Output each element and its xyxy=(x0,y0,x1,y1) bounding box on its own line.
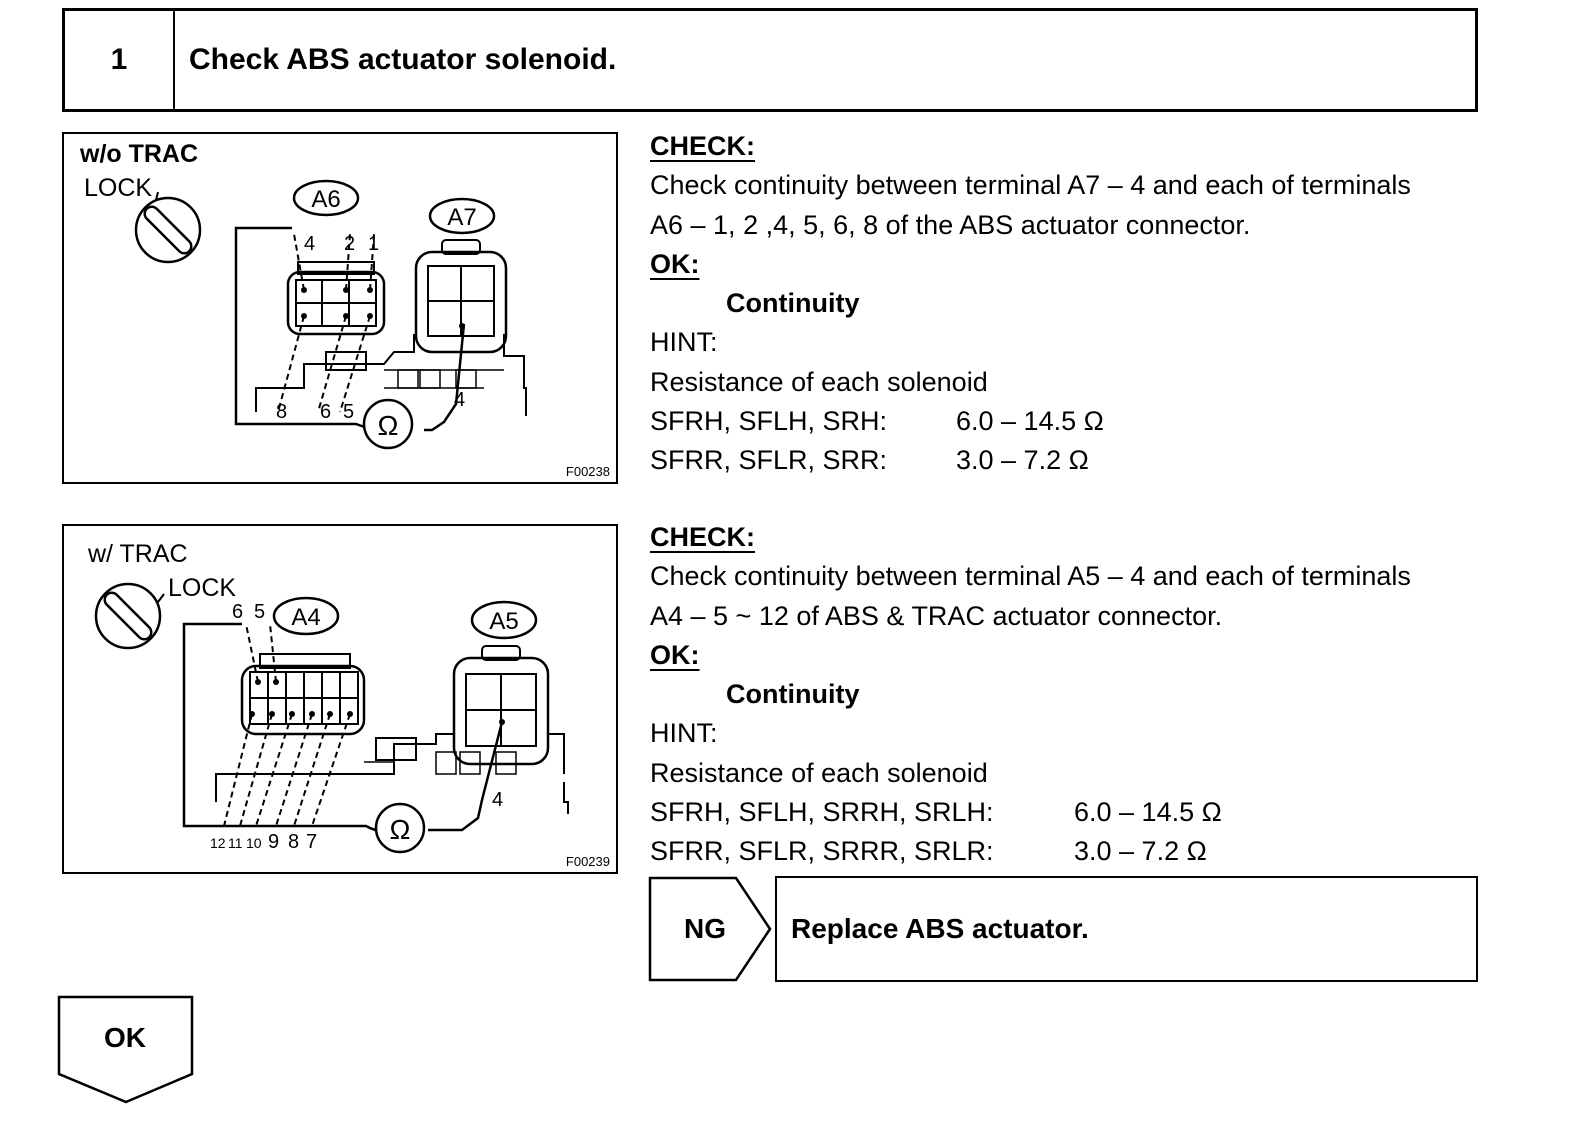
variant-label: w/o TRAC xyxy=(79,140,198,168)
hint-text: Resistance of each solenoid xyxy=(650,757,988,788)
svg-text:A5: A5 xyxy=(489,608,518,635)
lock-icon xyxy=(94,582,162,650)
connector-a4 xyxy=(240,653,366,736)
ok-heading: OK: xyxy=(650,248,700,279)
check-heading: CHECK: xyxy=(650,131,755,161)
step-title: Check ABS actuator solenoid. xyxy=(189,43,617,76)
connector-diagram-w-trac: w/ TRAC LOCK 6 5 A4 A5 xyxy=(87,540,610,869)
solenoid-names: SFRH, SFLH, SRH: xyxy=(650,406,888,437)
resistance-row: SFRR, SFLR, SRR: 3.0 – 7.2 Ω xyxy=(650,441,1411,480)
check-text: Check continuity between terminal A7 – 4… xyxy=(650,170,1411,201)
pin-label: 6 xyxy=(320,401,331,423)
connector-a7-label: A7 xyxy=(428,197,496,235)
solenoid-names: SFRR, SFLR, SRR: xyxy=(650,445,888,476)
connector-a7 xyxy=(414,239,508,354)
figure-wo-trac: w/o TRAC LOCK A6 A7 4 2 1 xyxy=(62,132,618,484)
svg-text:A6: A6 xyxy=(311,186,340,213)
pin-label: 5 xyxy=(254,601,265,623)
pin-label: 7 xyxy=(306,831,317,853)
pin-label: 12 xyxy=(210,835,226,851)
ok-value: Continuity xyxy=(726,288,860,319)
resistance-row: SFRH, SFLH, SRH: 6.0 – 14.5 Ω xyxy=(650,402,1411,441)
connector-diagram-wo-trac: w/o TRAC LOCK A6 A7 4 2 1 xyxy=(79,140,610,479)
pin-label: 11 xyxy=(228,835,243,851)
ohmmeter-icon: Ω xyxy=(374,802,426,854)
variant-label: w/ TRAC xyxy=(87,540,188,568)
check-block-w-trac: CHECK: Check continuity between terminal… xyxy=(650,518,1411,872)
step-number: 1 xyxy=(65,11,175,109)
check-heading: CHECK: xyxy=(650,522,755,552)
hint-heading: HINT: xyxy=(650,327,718,358)
lock-label: LOCK xyxy=(84,174,152,202)
ng-arrow-icon xyxy=(648,876,772,982)
step-header: 1 Check ABS actuator solenoid. xyxy=(62,8,1478,112)
pin-label: 8 xyxy=(288,831,299,853)
hint-heading: HINT: xyxy=(650,718,718,749)
resistance-value: 6.0 – 14.5 Ω xyxy=(1074,797,1222,828)
resistance-value: 3.0 – 7.2 Ω xyxy=(956,445,1089,476)
connector-a6 xyxy=(286,261,386,336)
svg-text:Ω: Ω xyxy=(378,410,399,441)
pin-label: 4 xyxy=(454,389,465,411)
ok-value: Continuity xyxy=(726,679,860,710)
pin-label: 8 xyxy=(276,401,287,423)
ng-result: Replace ABS actuator. xyxy=(775,876,1478,982)
lock-label: LOCK xyxy=(168,574,236,602)
ok-label: OK xyxy=(104,1022,146,1053)
pin-label: 2 xyxy=(344,233,355,255)
svg-text:A7: A7 xyxy=(447,204,476,231)
pin-label: 4 xyxy=(492,789,503,811)
connector-a4-label: A4 xyxy=(272,596,340,636)
pin-label: 6 xyxy=(232,601,243,623)
figure-code: F00239 xyxy=(566,854,610,869)
resistance-value: 3.0 – 7.2 Ω xyxy=(1074,836,1207,867)
pin-label: 4 xyxy=(304,233,315,255)
connector-a5-label: A5 xyxy=(470,600,538,640)
check-text: Check continuity between terminal A5 – 4… xyxy=(650,561,1411,592)
check-block-wo-trac: CHECK: Check continuity between terminal… xyxy=(650,127,1411,481)
resistance-row: SFRR, SFLR, SRRR, SRLR: 3.0 – 7.2 Ω xyxy=(650,832,1411,871)
svg-text:Ω: Ω xyxy=(390,814,411,845)
pin-label: 1 xyxy=(368,233,379,255)
check-text: A4 – 5 ~ 12 of ABS & TRAC actuator conne… xyxy=(650,600,1223,631)
resistance-value: 6.0 – 14.5 Ω xyxy=(956,406,1104,437)
svg-text:A4: A4 xyxy=(291,604,320,631)
hint-text: Resistance of each solenoid xyxy=(650,366,988,397)
solenoid-names: SFRR, SFLR, SRRR, SRLR: xyxy=(650,836,994,867)
connector-a6-label: A6 xyxy=(292,179,360,217)
pin-label: 9 xyxy=(268,831,279,853)
resistance-row: SFRH, SFLH, SRRH, SRLH: 6.0 – 14.5 Ω xyxy=(650,793,1411,832)
ng-label: NG xyxy=(684,913,726,944)
figure-w-trac: w/ TRAC LOCK 6 5 A4 A5 xyxy=(62,524,618,874)
ok-heading: OK: xyxy=(650,639,700,670)
solenoid-names: SFRH, SFLH, SRRH, SRLH: xyxy=(650,797,994,828)
connector-a5 xyxy=(452,645,550,766)
ok-arrow-icon xyxy=(57,995,194,1104)
check-text: A6 – 1, 2 ,4, 5, 6, 8 of the ABS actuato… xyxy=(650,209,1251,240)
pin-label: 5 xyxy=(343,401,354,423)
lock-icon xyxy=(134,196,202,264)
figure-code: F00238 xyxy=(566,464,610,479)
pin-label: 10 xyxy=(246,835,262,851)
ohmmeter-icon: Ω xyxy=(362,398,414,450)
